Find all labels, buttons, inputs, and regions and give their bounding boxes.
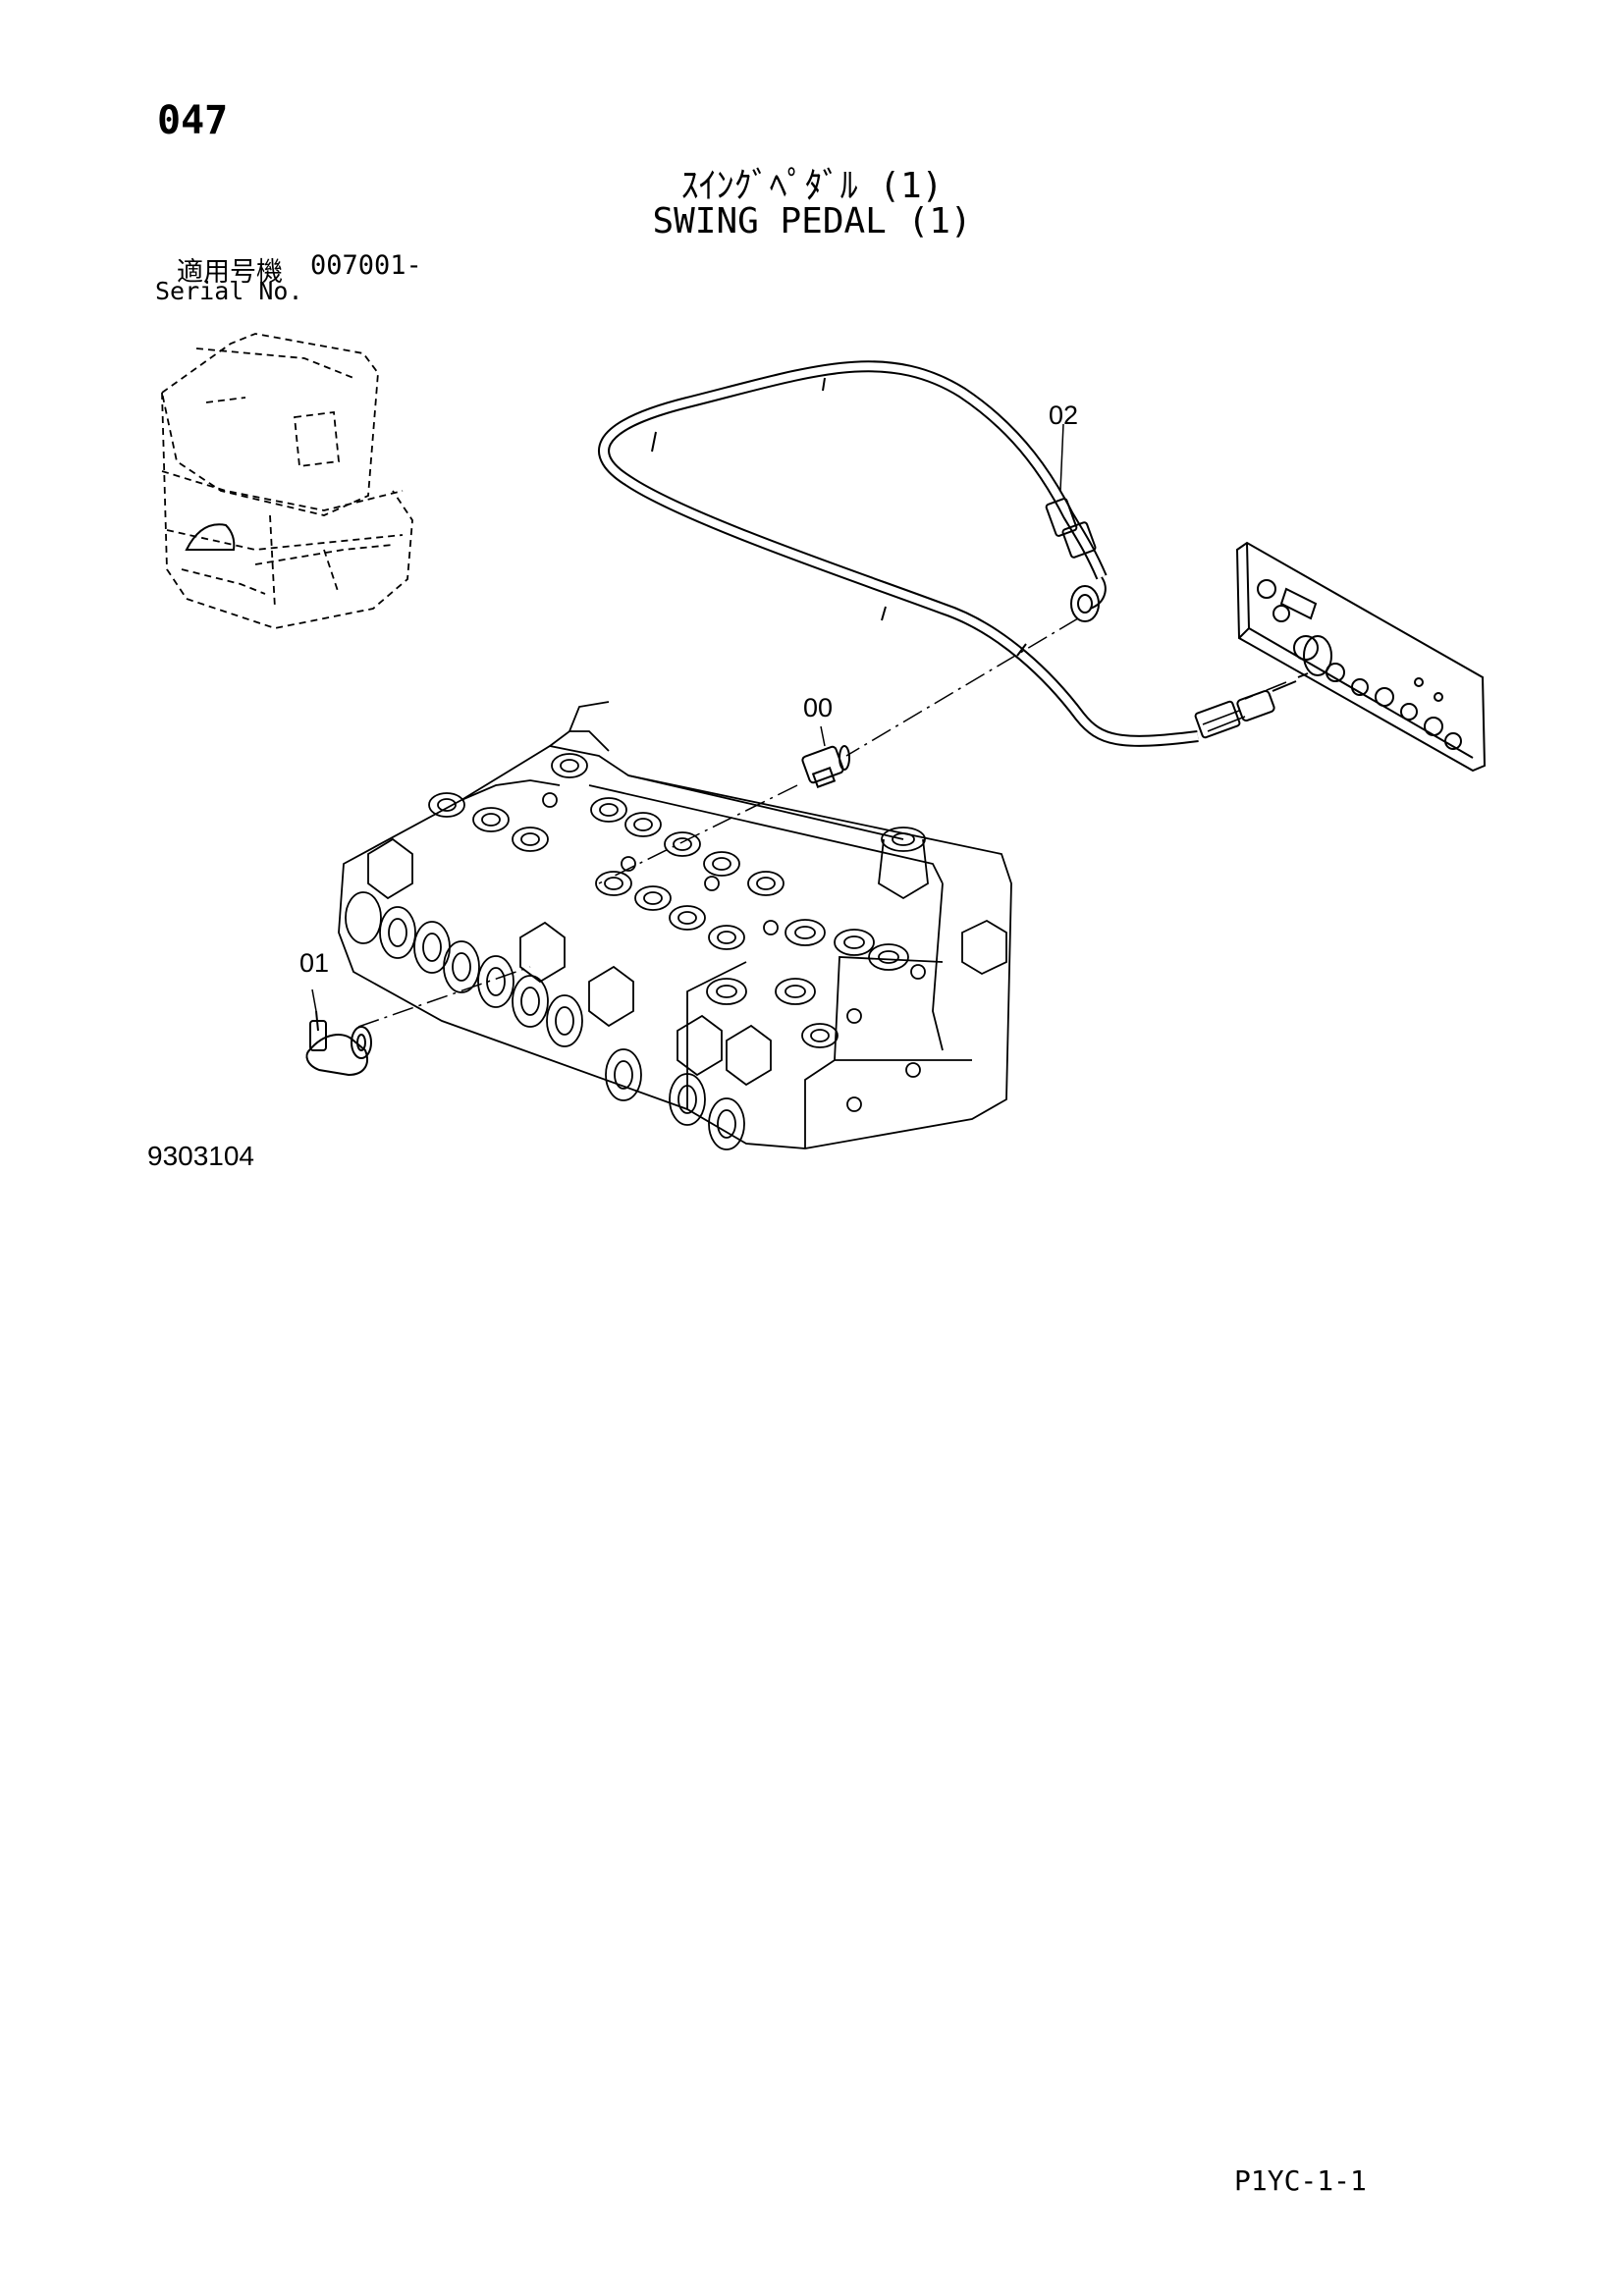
machine-locator-sketch	[160, 333, 413, 629]
serial-value: 007001-	[310, 250, 422, 281]
serial-label-english: Serial No.	[155, 277, 303, 305]
hose-assembly	[598, 360, 1199, 747]
callout-00: 00	[803, 693, 833, 722]
pedal-highlight-sketch	[185, 523, 236, 551]
callout-02: 02	[1049, 400, 1078, 430]
control-valve-block	[338, 701, 1012, 1150]
alignment-lines	[357, 617, 1287, 1028]
callout-01: 01	[299, 948, 329, 978]
adapter-fitting	[801, 745, 850, 788]
sheet-code: P1YC-1-1	[1234, 2164, 1367, 2197]
title-japanese: ｽｲﾝｸﾞﾍﾟﾀﾞﾙ (1)	[680, 166, 944, 206]
callout-leaders	[311, 423, 1064, 1012]
elbow-fitting	[305, 1010, 372, 1077]
page-number: 047	[157, 98, 229, 143]
title-english: SWING PEDAL (1)	[652, 201, 972, 241]
serial-label-japanese: 適用号機	[177, 257, 283, 288]
drawing-id: 9303104	[147, 1141, 255, 1171]
mounting-bracket	[1235, 541, 1487, 773]
hose-end-fitting-upper	[1045, 498, 1107, 622]
hose-end-fitting-lower	[1194, 680, 1297, 739]
